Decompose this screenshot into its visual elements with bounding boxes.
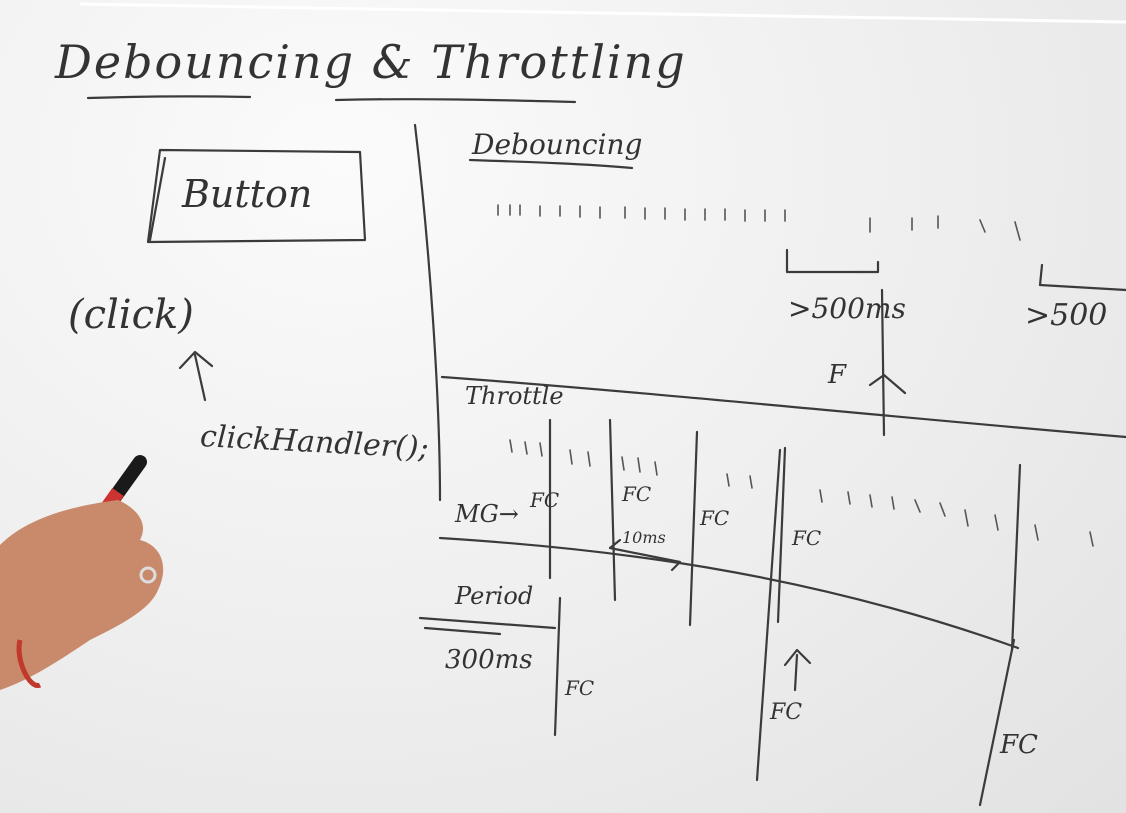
fc-label-3: FC [700, 506, 730, 530]
gap-bracket-2 [1038, 263, 1126, 292]
period-line-1 [553, 596, 562, 737]
fc-label-6: FC [770, 700, 803, 725]
debounce-events [497, 204, 1021, 241]
click-label: (click) [68, 292, 194, 338]
throttle-events [509, 439, 1094, 547]
title-underline [86, 95, 577, 104]
section-divider [440, 375, 1126, 439]
throttle-heading: Throttle [465, 382, 564, 410]
debounce-heading: Debouncing [472, 128, 643, 161]
mg-label: MG→ [455, 500, 519, 528]
period-line-2 [755, 448, 782, 782]
button-label: Button [182, 172, 313, 216]
fc-label-5: FC [565, 676, 595, 700]
interval-arrow [608, 538, 682, 572]
click-arrow [178, 350, 214, 402]
interval-label: 10ms [622, 528, 666, 547]
period-underline [418, 616, 557, 636]
throttle-windows [548, 418, 1022, 652]
fc-label-2: FC [622, 482, 652, 506]
period-label: Period [455, 582, 534, 610]
period-line-3 [978, 638, 1016, 807]
debounce-underline [468, 158, 634, 170]
debounce-fire-line [868, 288, 907, 437]
gap-label-1: >500ms [788, 292, 906, 325]
debounce-fire-label: F [828, 360, 847, 390]
throttle-baseline [438, 536, 1020, 650]
fc-label-7: FC [1000, 730, 1038, 760]
button-box [146, 148, 367, 244]
vertical-divider [413, 123, 442, 502]
period-value: 300ms [445, 645, 533, 675]
hand-photo [0, 500, 164, 690]
gap-bracket-1 [785, 248, 880, 274]
period-fire-arrow [783, 648, 812, 692]
fc-label-1: FC [530, 488, 560, 512]
page-title: Debouncing & Throttling [55, 35, 687, 89]
fc-label-4: FC [792, 526, 822, 550]
gap-label-2: >500 [1025, 298, 1108, 333]
